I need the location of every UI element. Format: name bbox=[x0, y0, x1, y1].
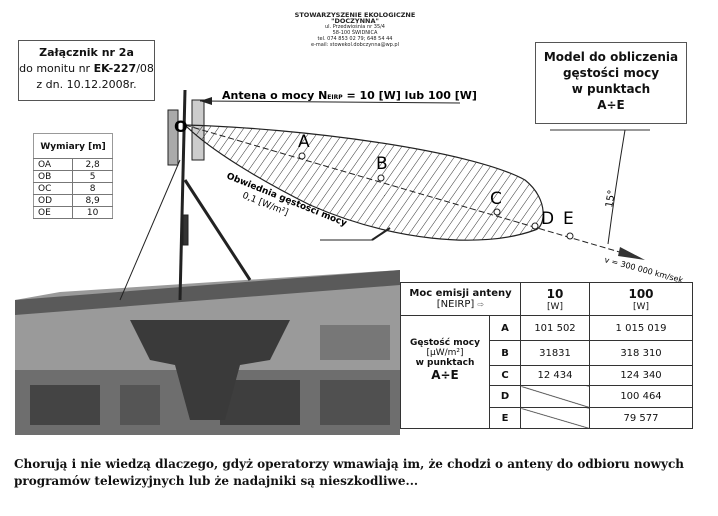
value-cell: 124 340 bbox=[589, 365, 693, 386]
header-100w: 100[W] bbox=[589, 282, 693, 316]
cell: 10 bbox=[72, 206, 113, 219]
angle-label: 15° bbox=[604, 189, 618, 208]
dimensions-title: Wymiary [m] bbox=[33, 133, 113, 159]
point-cell: C bbox=[489, 365, 521, 386]
model-line: gęstości mocy bbox=[562, 66, 660, 80]
attachment-date: z dn. 10.12.2008r. bbox=[36, 78, 137, 91]
model-line: A÷E bbox=[597, 98, 625, 112]
header-10w: 10[W] bbox=[520, 282, 590, 316]
cell: 2,8 bbox=[72, 158, 113, 171]
table-row: D 100 464 bbox=[401, 385, 693, 408]
value-cell: 318 310 bbox=[589, 340, 693, 366]
table-header: Moc emisji anteny[NEIRP] ⇨ 10[W] 100[W] bbox=[400, 282, 693, 316]
cell: OB bbox=[33, 170, 73, 183]
direction-arrow-icon bbox=[618, 247, 645, 260]
org-city: 58-100 ŚWIDNICA bbox=[332, 30, 378, 36]
empty-cell bbox=[520, 407, 590, 429]
arrow-icon bbox=[371, 227, 391, 241]
origin-label: O bbox=[174, 117, 188, 136]
axis-line bbox=[184, 124, 641, 259]
angle-arc bbox=[607, 129, 626, 245]
point-cell: B bbox=[489, 340, 521, 366]
power-density-table: Moc emisji anteny[NEIRP] ⇨ 10[W] 100[W] … bbox=[400, 282, 693, 429]
point-cell: A bbox=[489, 315, 521, 341]
cell: OA bbox=[33, 158, 73, 171]
org-title: "DOCZYNNA" bbox=[331, 17, 379, 25]
org-email: e-mail: stowekol.dobczynna@wp.pl bbox=[311, 42, 399, 48]
cell: 5 bbox=[72, 170, 113, 183]
model-box: Model do obliczenia gęstości mocy w punk… bbox=[535, 42, 687, 124]
cell: OD bbox=[33, 194, 73, 207]
radiation-lobe bbox=[183, 124, 544, 241]
points bbox=[298, 152, 574, 240]
header-label: Moc emisji anteny[NEIRP] ⇨ bbox=[400, 282, 521, 316]
model-line: w punktach bbox=[571, 82, 651, 96]
arrow-icon bbox=[200, 97, 212, 105]
org-tel: tel. 074 853 02 79; 648 54 44 bbox=[317, 36, 393, 42]
org-street: ul. Przedwiośnia nr 35/4 bbox=[325, 24, 385, 30]
value-cell: 1 015 019 bbox=[589, 315, 693, 341]
antenna-label: Antena o mocy NEIRP = 10 [W] lub 100 [W] bbox=[222, 89, 477, 102]
building-photo bbox=[15, 270, 400, 435]
antenna-pointer-line bbox=[199, 100, 461, 104]
point-cell: D bbox=[489, 385, 521, 408]
value-cell: 79 577 bbox=[589, 407, 693, 429]
point-label-a: A bbox=[298, 132, 310, 152]
value-cell: 101 502 bbox=[520, 315, 590, 341]
cell: 8 bbox=[72, 182, 113, 195]
model-line: Model do obliczenia bbox=[543, 50, 679, 64]
value-cell: 12 434 bbox=[520, 365, 590, 386]
table-row: E 79 577 bbox=[401, 407, 693, 429]
cell: 8,9 bbox=[72, 194, 113, 207]
point-label-d: D bbox=[541, 209, 554, 229]
attachment-box: Załącznik nr 2a do monitu nr EK-227/08 z… bbox=[18, 40, 155, 101]
cell: OC bbox=[33, 182, 73, 195]
attachment-ref: do monitu nr EK-227/08 bbox=[19, 62, 154, 75]
value-cell: 100 464 bbox=[589, 385, 693, 408]
cell: OE bbox=[33, 206, 73, 219]
organization-logo: STOWARZYSZENIE EKOLOGICZNE "DOCZYNNA" ul… bbox=[280, 12, 430, 48]
point-label-e: E bbox=[563, 209, 574, 229]
attachment-title: Załącznik nr 2a bbox=[39, 46, 134, 59]
point-cell: E bbox=[489, 407, 521, 429]
empty-cell bbox=[520, 385, 590, 408]
point-label-b: B bbox=[376, 154, 388, 174]
value-cell: 31831 bbox=[520, 340, 590, 366]
caption-text: Chorują i nie wiedzą dlaczego, gdyż oper… bbox=[14, 457, 684, 488]
org-name: STOWARZYSZENIE EKOLOGICZNE bbox=[294, 11, 416, 19]
point-label-c: C bbox=[490, 189, 502, 209]
